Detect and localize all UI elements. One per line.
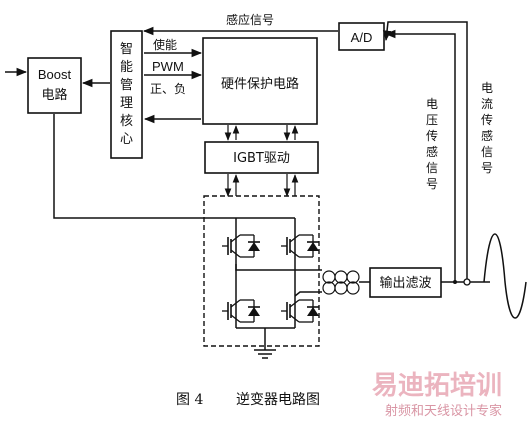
enable-signal-label: 使能: [153, 37, 177, 52]
boost-to-bridge-wire: [53, 114, 236, 219]
current-sense-node: [463, 278, 471, 286]
voltage-feedback-wire: [384, 29, 456, 282]
core-char-3: 管: [120, 78, 133, 93]
core-char-1: 智: [120, 42, 133, 57]
svg-text:信: 信: [426, 161, 438, 175]
watermark-subtitle: 射频和天线设计专家: [385, 403, 502, 419]
svg-text:号: 号: [481, 161, 493, 175]
output-filter-block: 输出滤波: [369, 267, 442, 298]
svg-text:传: 传: [426, 128, 438, 143]
svg-text:电: 电: [481, 81, 493, 95]
bridge-output-wire-bottom: [294, 291, 322, 297]
boost-block: Boost 电路: [27, 57, 82, 114]
core-char-5: 核: [120, 114, 133, 129]
core-char-4: 理: [120, 96, 133, 111]
igbt-switch-upper-right: [280, 234, 320, 258]
current-feedback-wire: [382, 21, 468, 282]
figure-title: 逆变器电路图: [236, 392, 320, 408]
svg-text:信: 信: [481, 145, 493, 159]
igbt-switch-lower-left: [221, 299, 261, 323]
voltage-sense-node: [453, 280, 457, 284]
ad-converter-label: A/D: [351, 30, 373, 45]
posneg-signal-label: 正、负: [150, 82, 186, 96]
watermark-brand: 易迪拓培训: [372, 371, 502, 401]
svg-text:传: 传: [481, 112, 493, 127]
sine-wave-icon: [483, 233, 527, 319]
bridge-output-wire-top: [235, 264, 322, 271]
figure-number: 图 4: [176, 392, 203, 408]
ad-converter-block: A/D: [338, 22, 385, 51]
core-char-2: 能: [120, 60, 133, 75]
svg-text:号: 号: [426, 177, 438, 191]
svg-text:压: 压: [426, 113, 438, 127]
svg-text:电: 电: [426, 97, 438, 111]
svg-text:感: 感: [481, 128, 493, 143]
svg-text:感: 感: [426, 144, 438, 159]
igbt-drive-label: IGBT驱动: [233, 151, 290, 166]
output-filter-label: 输出滤波: [379, 275, 431, 291]
boost-label-line2: 电路: [41, 87, 67, 103]
hardware-protection-label: 硬件保护电路: [221, 76, 299, 92]
sense-signal-label: 感应信号: [226, 12, 274, 27]
hardware-protection-block: 硬件保护电路: [202, 37, 318, 125]
boost-label-line1: Boost: [38, 67, 72, 82]
inductor-icon: [322, 270, 360, 295]
pwm-signal-label: PWM: [152, 59, 184, 74]
igbt-switch-lower-right: [280, 299, 320, 323]
management-core-block: 智 能 管 理 核 心: [110, 30, 143, 159]
ground-icon: [254, 349, 276, 359]
drive-bridge-link: [224, 174, 299, 197]
igbt-switch-upper-left: [221, 234, 261, 258]
protection-drive-link: [224, 125, 299, 141]
core-char-6: 心: [120, 132, 133, 147]
voltage-sensor-label: 电 压 传 感 信 号: [426, 97, 438, 191]
igbt-full-bridge: [203, 195, 320, 350]
current-sensor-label: 电 流 传 感 信 号: [481, 81, 493, 175]
igbt-drive-block: IGBT驱动: [204, 141, 319, 174]
svg-text:流: 流: [481, 97, 493, 111]
